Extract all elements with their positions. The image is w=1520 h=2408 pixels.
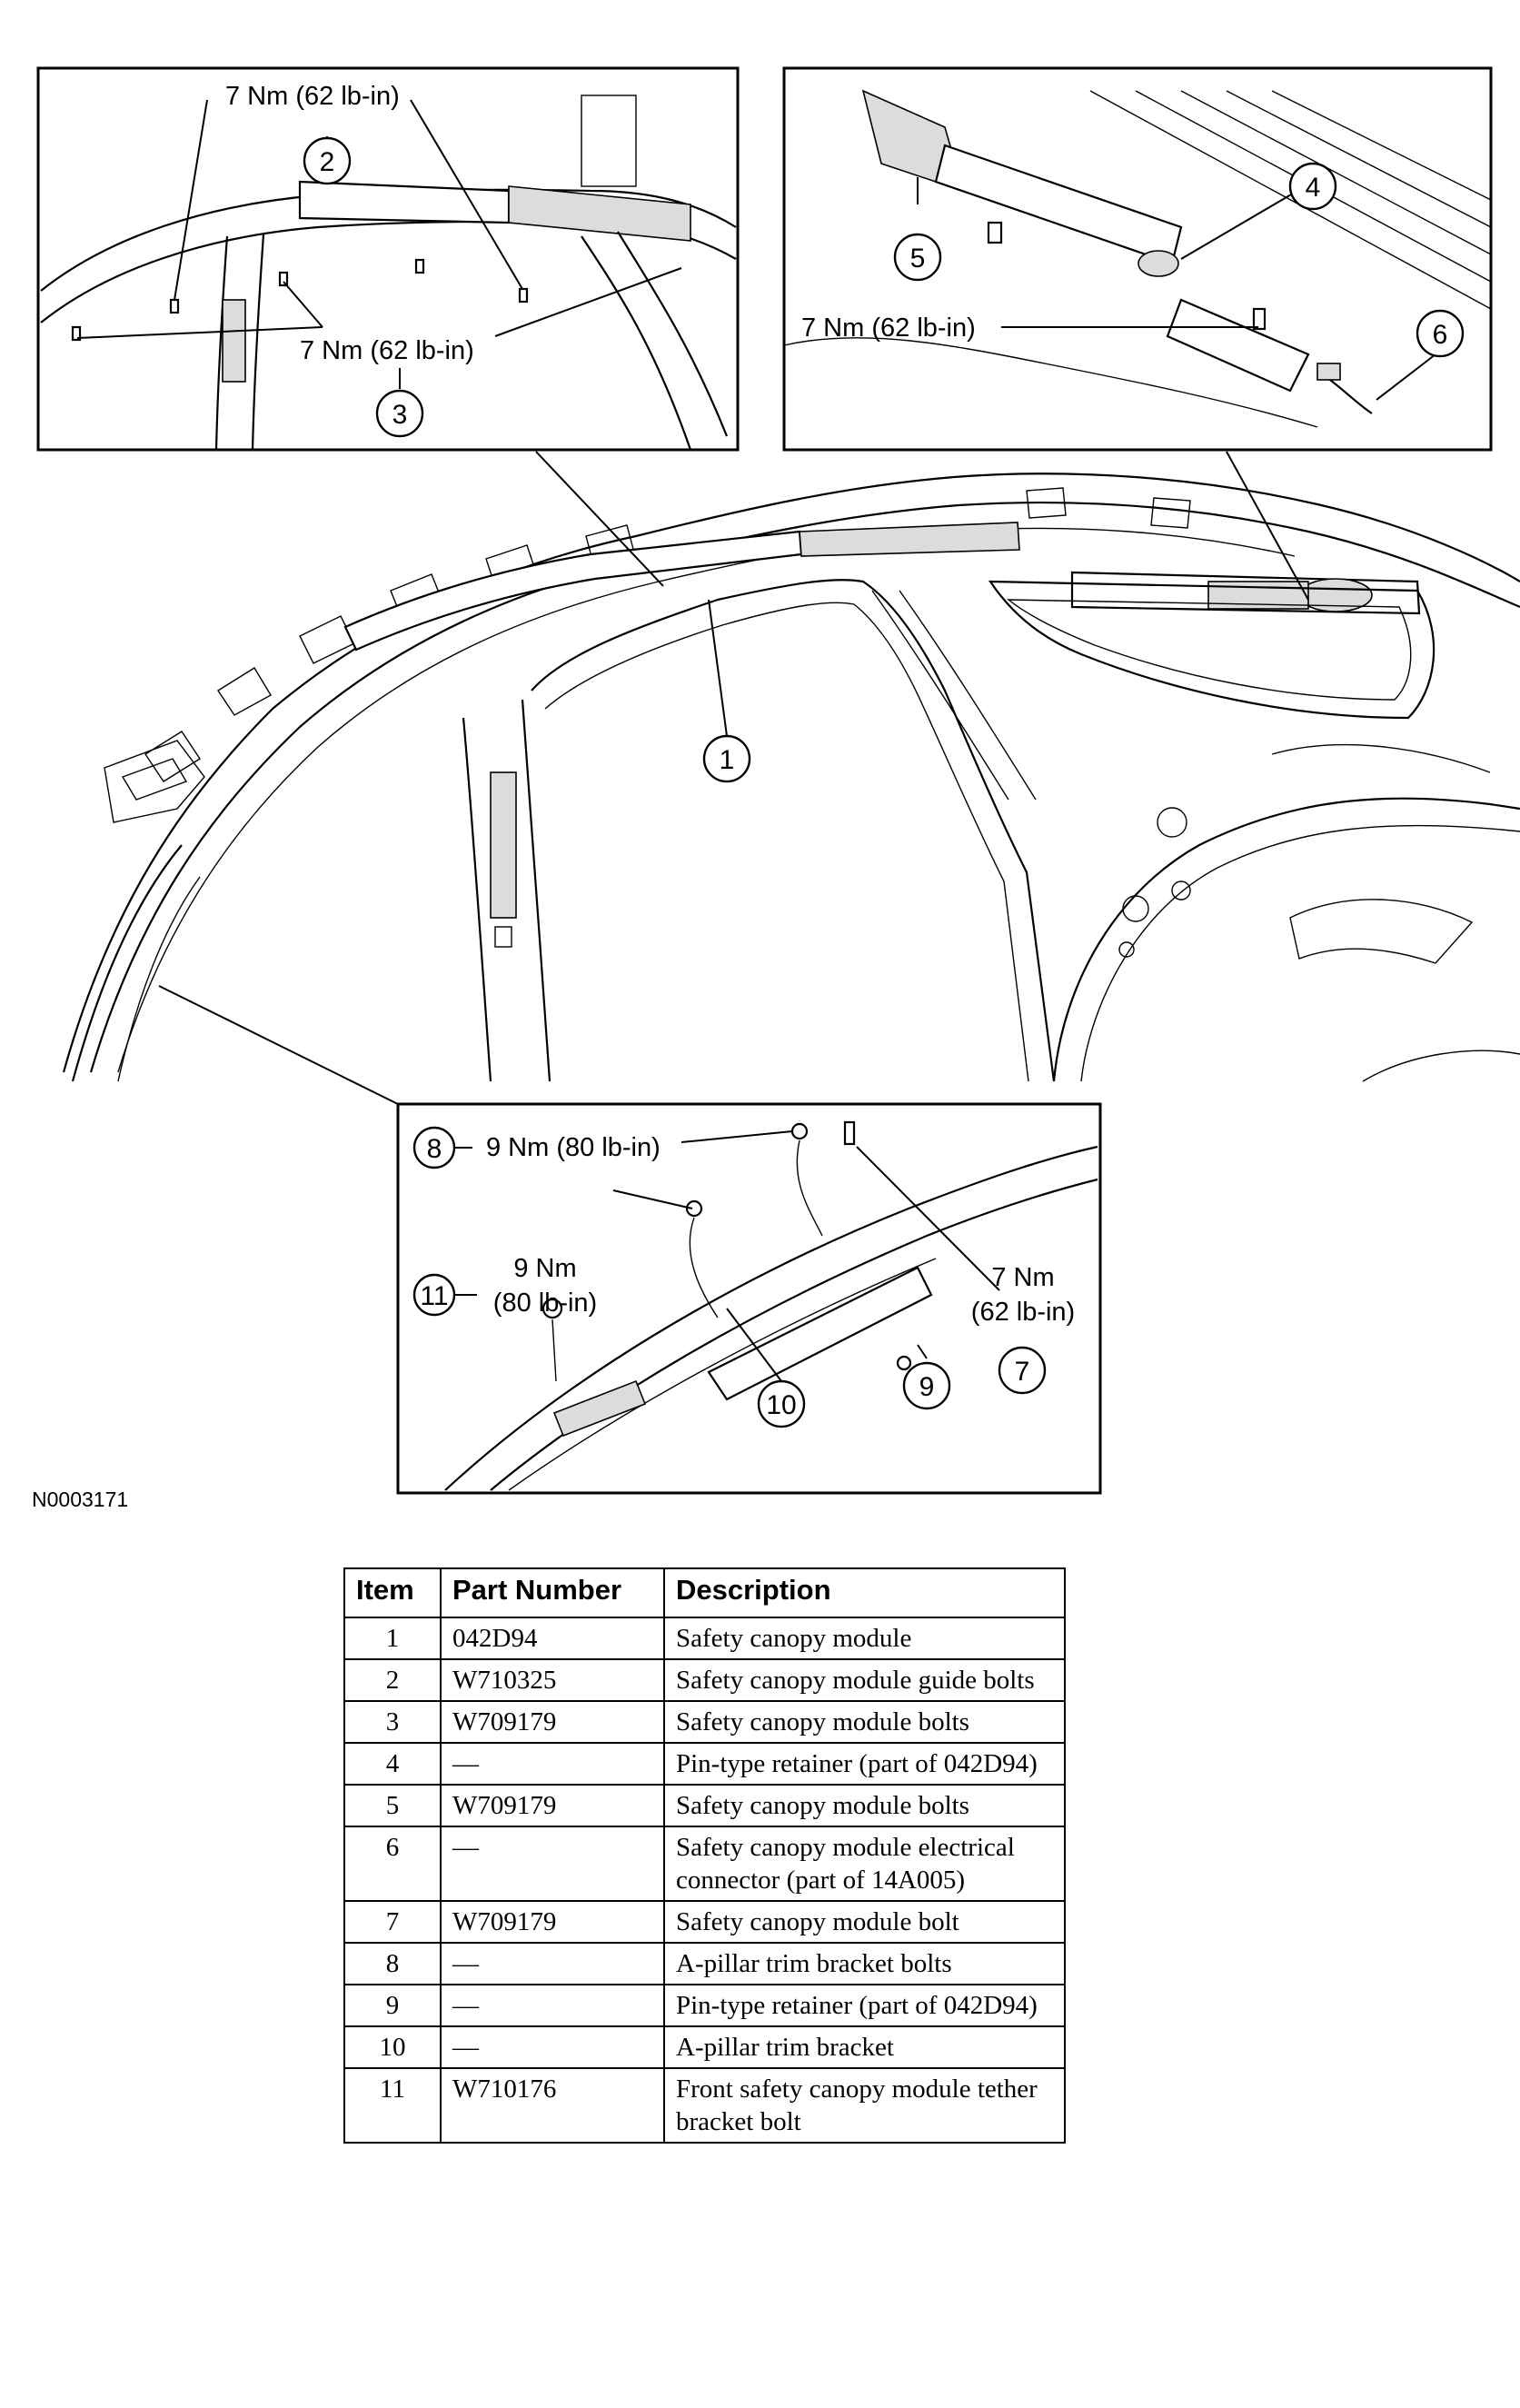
svg-text:8: 8: [427, 1134, 442, 1164]
cell-item: 8: [343, 1942, 442, 1985]
callout-10: 10: [757, 1379, 806, 1428]
cell-item: 5: [343, 1784, 442, 1827]
cell-part-number: W710176: [440, 2067, 665, 2144]
cell-part-number: 042D94: [440, 1617, 665, 1660]
callout-1: 1: [702, 734, 751, 783]
header-item: Item: [343, 1567, 442, 1618]
svg-text:3: 3: [392, 400, 408, 430]
cell-description: Front safety canopy module tether bracke…: [663, 2067, 1066, 2144]
cell-description: Safety canopy module guide bolts: [663, 1658, 1066, 1702]
cell-part-number: W709179: [440, 1900, 665, 1944]
table-row: 9—Pin-type retainer (part of 042D94): [343, 1984, 1066, 2027]
canopy-installation-diagram: 7 Nm (62 lb-in) 2 7 Nm (62 lb-in) 3: [36, 66, 1520, 1495]
torque-label-guide-bolts: 7 Nm (62 lb-in): [225, 82, 400, 111]
svg-text:9: 9: [919, 1372, 935, 1402]
callout-9: 9: [902, 1361, 951, 1410]
cell-item: 11: [343, 2067, 442, 2144]
table-row: 6—Safety canopy module electrical connec…: [343, 1826, 1066, 1902]
cell-item: 9: [343, 1984, 442, 2027]
callout-6: 6: [1416, 309, 1465, 358]
callout-2: 2: [303, 136, 352, 185]
torque-label-trim-bracket-bolts: 9 Nm (80 lb-in): [486, 1133, 661, 1162]
callout-3: 3: [375, 389, 424, 438]
table-header-row: Item Part Number Description: [343, 1567, 1066, 1618]
cell-part-number: —: [440, 1826, 665, 1902]
svg-text:11: 11: [420, 1281, 448, 1311]
callout-5: 5: [893, 233, 942, 282]
cell-description: Safety canopy module bolts: [663, 1700, 1066, 1744]
cell-description: Safety canopy module electrical connecto…: [663, 1826, 1066, 1902]
cell-description: Pin-type retainer (part of 042D94): [663, 1742, 1066, 1786]
table-row: 4—Pin-type retainer (part of 042D94): [343, 1742, 1066, 1786]
figure-id: N0003171: [32, 1488, 129, 1511]
torque-label-module-bolt-line1: 7 Nm: [991, 1263, 1054, 1292]
cell-part-number: W709179: [440, 1700, 665, 1744]
svg-text:4: 4: [1306, 173, 1321, 203]
detail-frame-front-rail: 7 Nm (62 lb-in) 2 7 Nm (62 lb-in) 3: [36, 66, 740, 452]
torque-label-module-bolts-front: 7 Nm (62 lb-in): [300, 336, 474, 365]
cell-part-number: W709179: [440, 1784, 665, 1827]
cell-description: Pin-type retainer (part of 042D94): [663, 1984, 1066, 2027]
table-row: 8—A-pillar trim bracket bolts: [343, 1942, 1066, 1985]
callout-7: 7: [998, 1346, 1047, 1395]
torque-label-module-bolts-rear: 7 Nm (62 lb-in): [801, 313, 976, 343]
detail-frame-a-pillar: 8 9 Nm (80 lb-in) 11 9 Nm (80 lb-in) 7 N…: [396, 1102, 1102, 1495]
cell-item: 6: [343, 1826, 442, 1902]
svg-text:1: 1: [720, 745, 735, 775]
svg-text:6: 6: [1433, 320, 1448, 350]
cell-part-number: —: [440, 1742, 665, 1786]
cell-part-number: W710325: [440, 1658, 665, 1702]
cell-part-number: —: [440, 2025, 665, 2069]
cell-description: Safety canopy module bolts: [663, 1784, 1066, 1827]
callout-4: 4: [1288, 162, 1337, 211]
callout-8: 8: [412, 1126, 456, 1169]
header-description: Description: [663, 1567, 1066, 1618]
torque-label-tether-bolt-line1: 9 Nm: [513, 1254, 576, 1283]
cell-item: 2: [343, 1658, 442, 1702]
cell-description: A-pillar trim bracket bolts: [663, 1942, 1066, 1985]
torque-label-tether-bolt-line2: (80 lb-in): [493, 1289, 597, 1318]
cell-item: 7: [343, 1900, 442, 1944]
cell-item: 1: [343, 1617, 442, 1660]
header-part-number: Part Number: [440, 1567, 665, 1618]
cell-description: Safety canopy module: [663, 1617, 1066, 1660]
detail-frame-rear-connector: 4 5 7 Nm (62 lb-in) 6: [782, 66, 1493, 452]
cell-part-number: —: [440, 1984, 665, 2027]
callout-11: 11: [412, 1273, 456, 1317]
svg-text:10: 10: [766, 1390, 796, 1420]
cell-part-number: —: [440, 1942, 665, 1985]
cell-description: Safety canopy module bolt: [663, 1900, 1066, 1944]
vehicle-body-illustration: [62, 473, 1520, 1082]
svg-text:2: 2: [320, 147, 335, 177]
cell-item: 3: [343, 1700, 442, 1744]
svg-text:7: 7: [1015, 1357, 1030, 1387]
cell-item: 10: [343, 2025, 442, 2069]
cell-description: A-pillar trim bracket: [663, 2025, 1066, 2069]
torque-label-module-bolt-line2: (62 lb-in): [971, 1298, 1075, 1327]
cell-item: 4: [343, 1742, 442, 1786]
svg-text:5: 5: [910, 244, 926, 274]
table-row: 10—A-pillar trim bracket: [343, 2025, 1066, 2069]
